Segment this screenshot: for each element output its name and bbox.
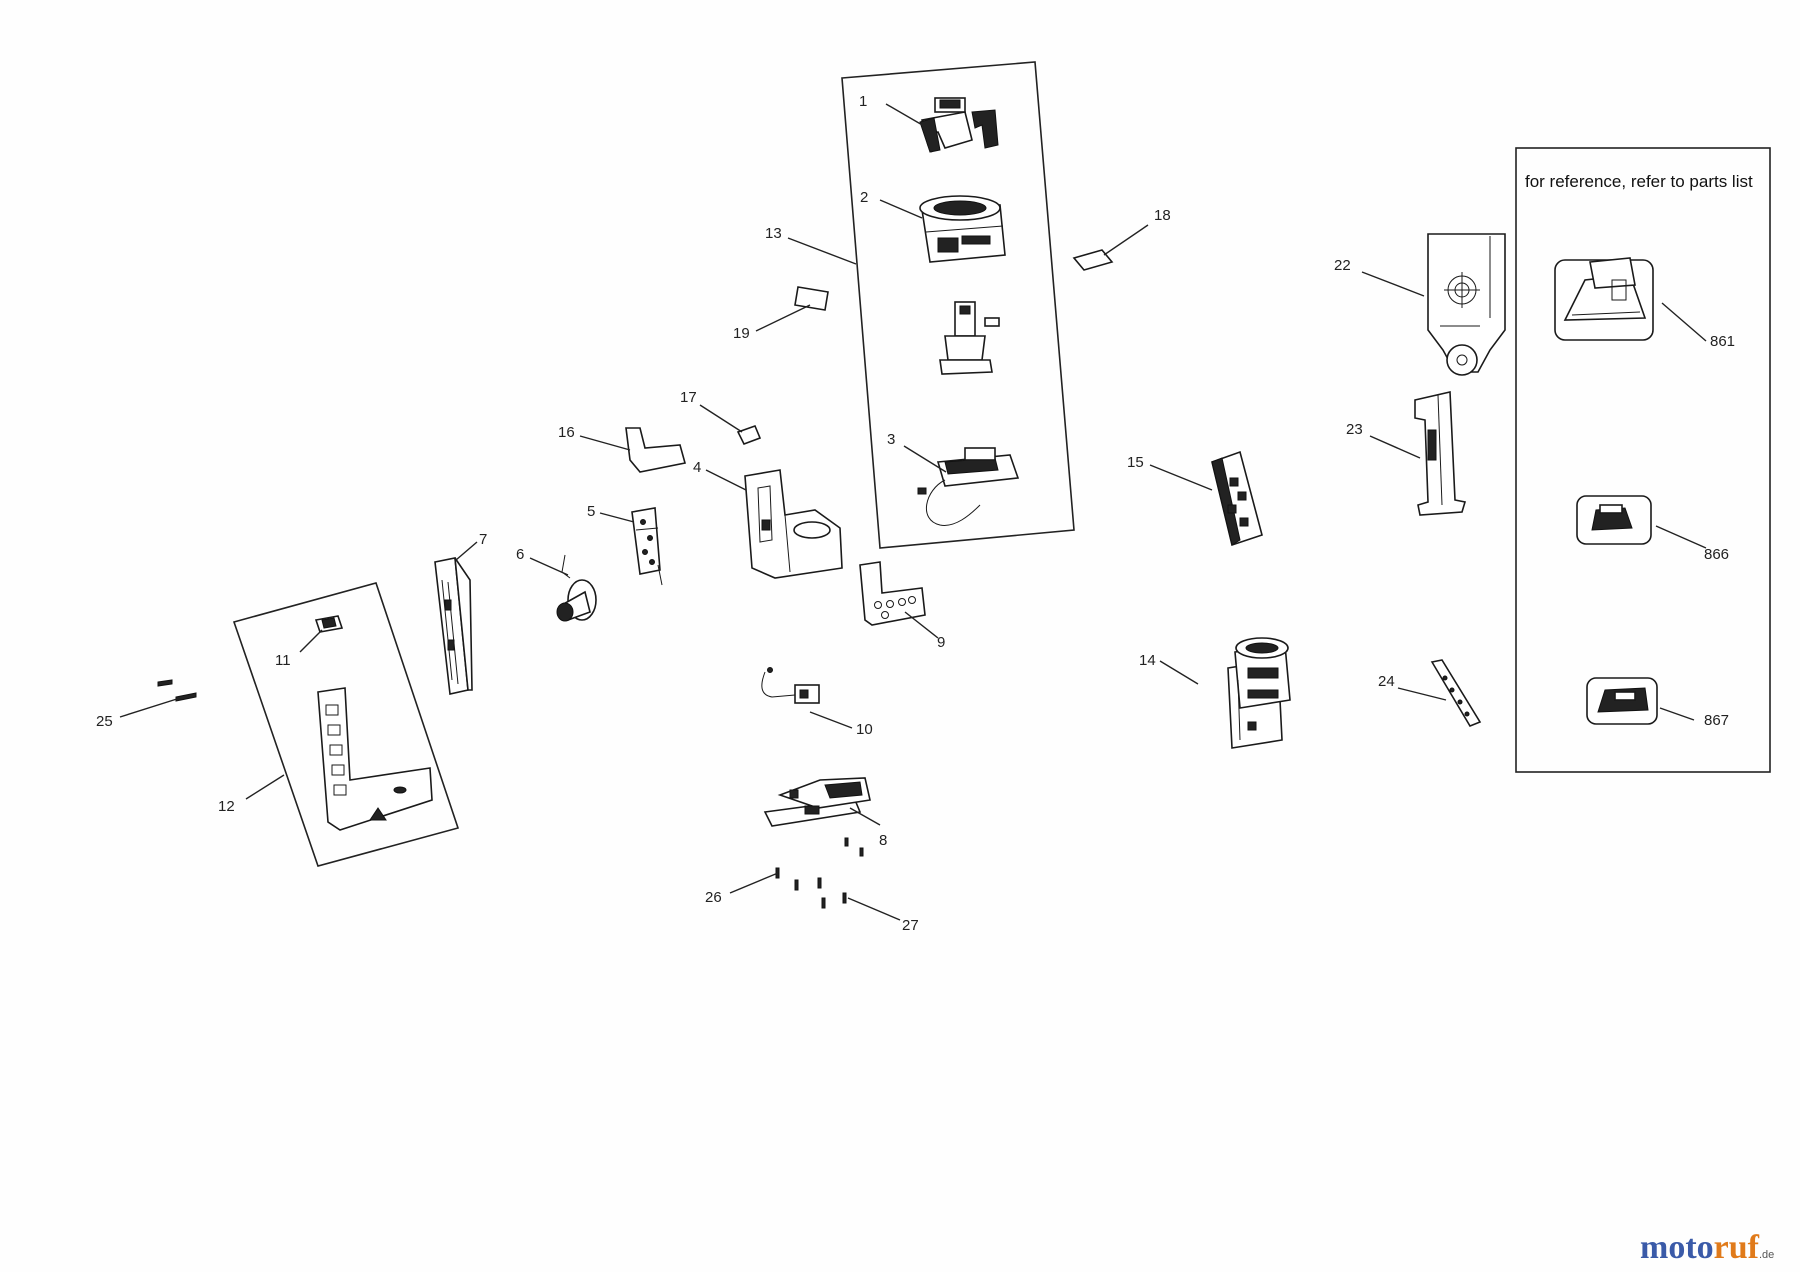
part-12-l-bracket[interactable] [317, 687, 433, 831]
part-2-housing-top[interactable] [919, 195, 1006, 263]
part-6-motor[interactable] [556, 554, 597, 622]
label-17: 17 [680, 389, 697, 406]
part-18-sticker[interactable] [1072, 249, 1114, 271]
label-5: 5 [587, 503, 595, 520]
label-26: 26 [705, 889, 722, 906]
label-9: 9 [937, 634, 945, 651]
label-10: 10 [856, 721, 873, 738]
label-1: 1 [859, 93, 867, 110]
label-22: 22 [1334, 257, 1351, 274]
label-16: 16 [558, 424, 575, 441]
group-frame-13 [841, 61, 1075, 549]
label-24: 24 [1378, 673, 1395, 690]
label-13: 13 [765, 225, 782, 242]
label-25: 25 [96, 713, 113, 730]
part-26-screws[interactable] [775, 867, 826, 909]
part-8-bottom-tray[interactable] [763, 777, 871, 827]
label-861: 861 [1710, 333, 1735, 350]
ref-867-charger[interactable] [1586, 677, 1658, 725]
part-23-mount-bracket[interactable] [1414, 391, 1467, 516]
label-3: 3 [887, 431, 895, 448]
part-27-screws[interactable] [842, 837, 864, 904]
part-25-screws[interactable] [157, 679, 197, 702]
label-18: 18 [1154, 207, 1171, 224]
label-12: 12 [218, 798, 235, 815]
label-14: 14 [1139, 652, 1156, 669]
label-866: 866 [1704, 546, 1729, 563]
label-6: 6 [516, 546, 524, 563]
part-pendulum-assembly[interactable] [939, 301, 1000, 375]
part-24-bar[interactable] [1430, 659, 1482, 727]
part-3-laser-module[interactable] [917, 447, 1020, 526]
label-11: 11 [275, 652, 291, 669]
label-8: 8 [879, 832, 887, 849]
label-2: 2 [860, 189, 868, 206]
label-4: 4 [693, 459, 701, 476]
part-22-target-plate[interactable] [1427, 233, 1506, 376]
ref-866-battery[interactable] [1576, 495, 1652, 545]
label-7: 7 [479, 531, 487, 548]
logo-part2: ruf [1714, 1229, 1760, 1266]
part-4-main-frame[interactable] [744, 469, 843, 579]
part-17-label[interactable] [736, 424, 762, 446]
part-5-circuit-board[interactable] [631, 507, 663, 586]
reference-box [1515, 147, 1771, 773]
label-15: 15 [1127, 454, 1144, 471]
part-19-sticker[interactable] [794, 286, 829, 311]
part-10-sensor-cable[interactable] [761, 667, 820, 704]
logo-part1: moto [1640, 1229, 1714, 1266]
part-11-clip[interactable] [314, 615, 344, 633]
label-27: 27 [902, 917, 919, 934]
logo-suffix: .de [1759, 1249, 1774, 1261]
part-7-side-plate[interactable] [434, 557, 473, 695]
label-23: 23 [1346, 421, 1363, 438]
part-16-label[interactable] [625, 427, 687, 473]
group-frame-12 [232, 582, 460, 867]
part-1-top-cover[interactable] [919, 97, 999, 153]
reference-note: for reference, refer to parts list [1525, 172, 1753, 191]
part-15-remote[interactable] [1211, 450, 1263, 547]
part-14-laser-unit[interactable] [1227, 637, 1291, 749]
label-19: 19 [733, 325, 750, 342]
motoruf-logo: motoruf.de [1640, 1229, 1774, 1266]
ref-861-case[interactable] [1554, 257, 1654, 341]
part-9-plate[interactable] [859, 561, 926, 626]
label-867: 867 [1704, 712, 1729, 729]
